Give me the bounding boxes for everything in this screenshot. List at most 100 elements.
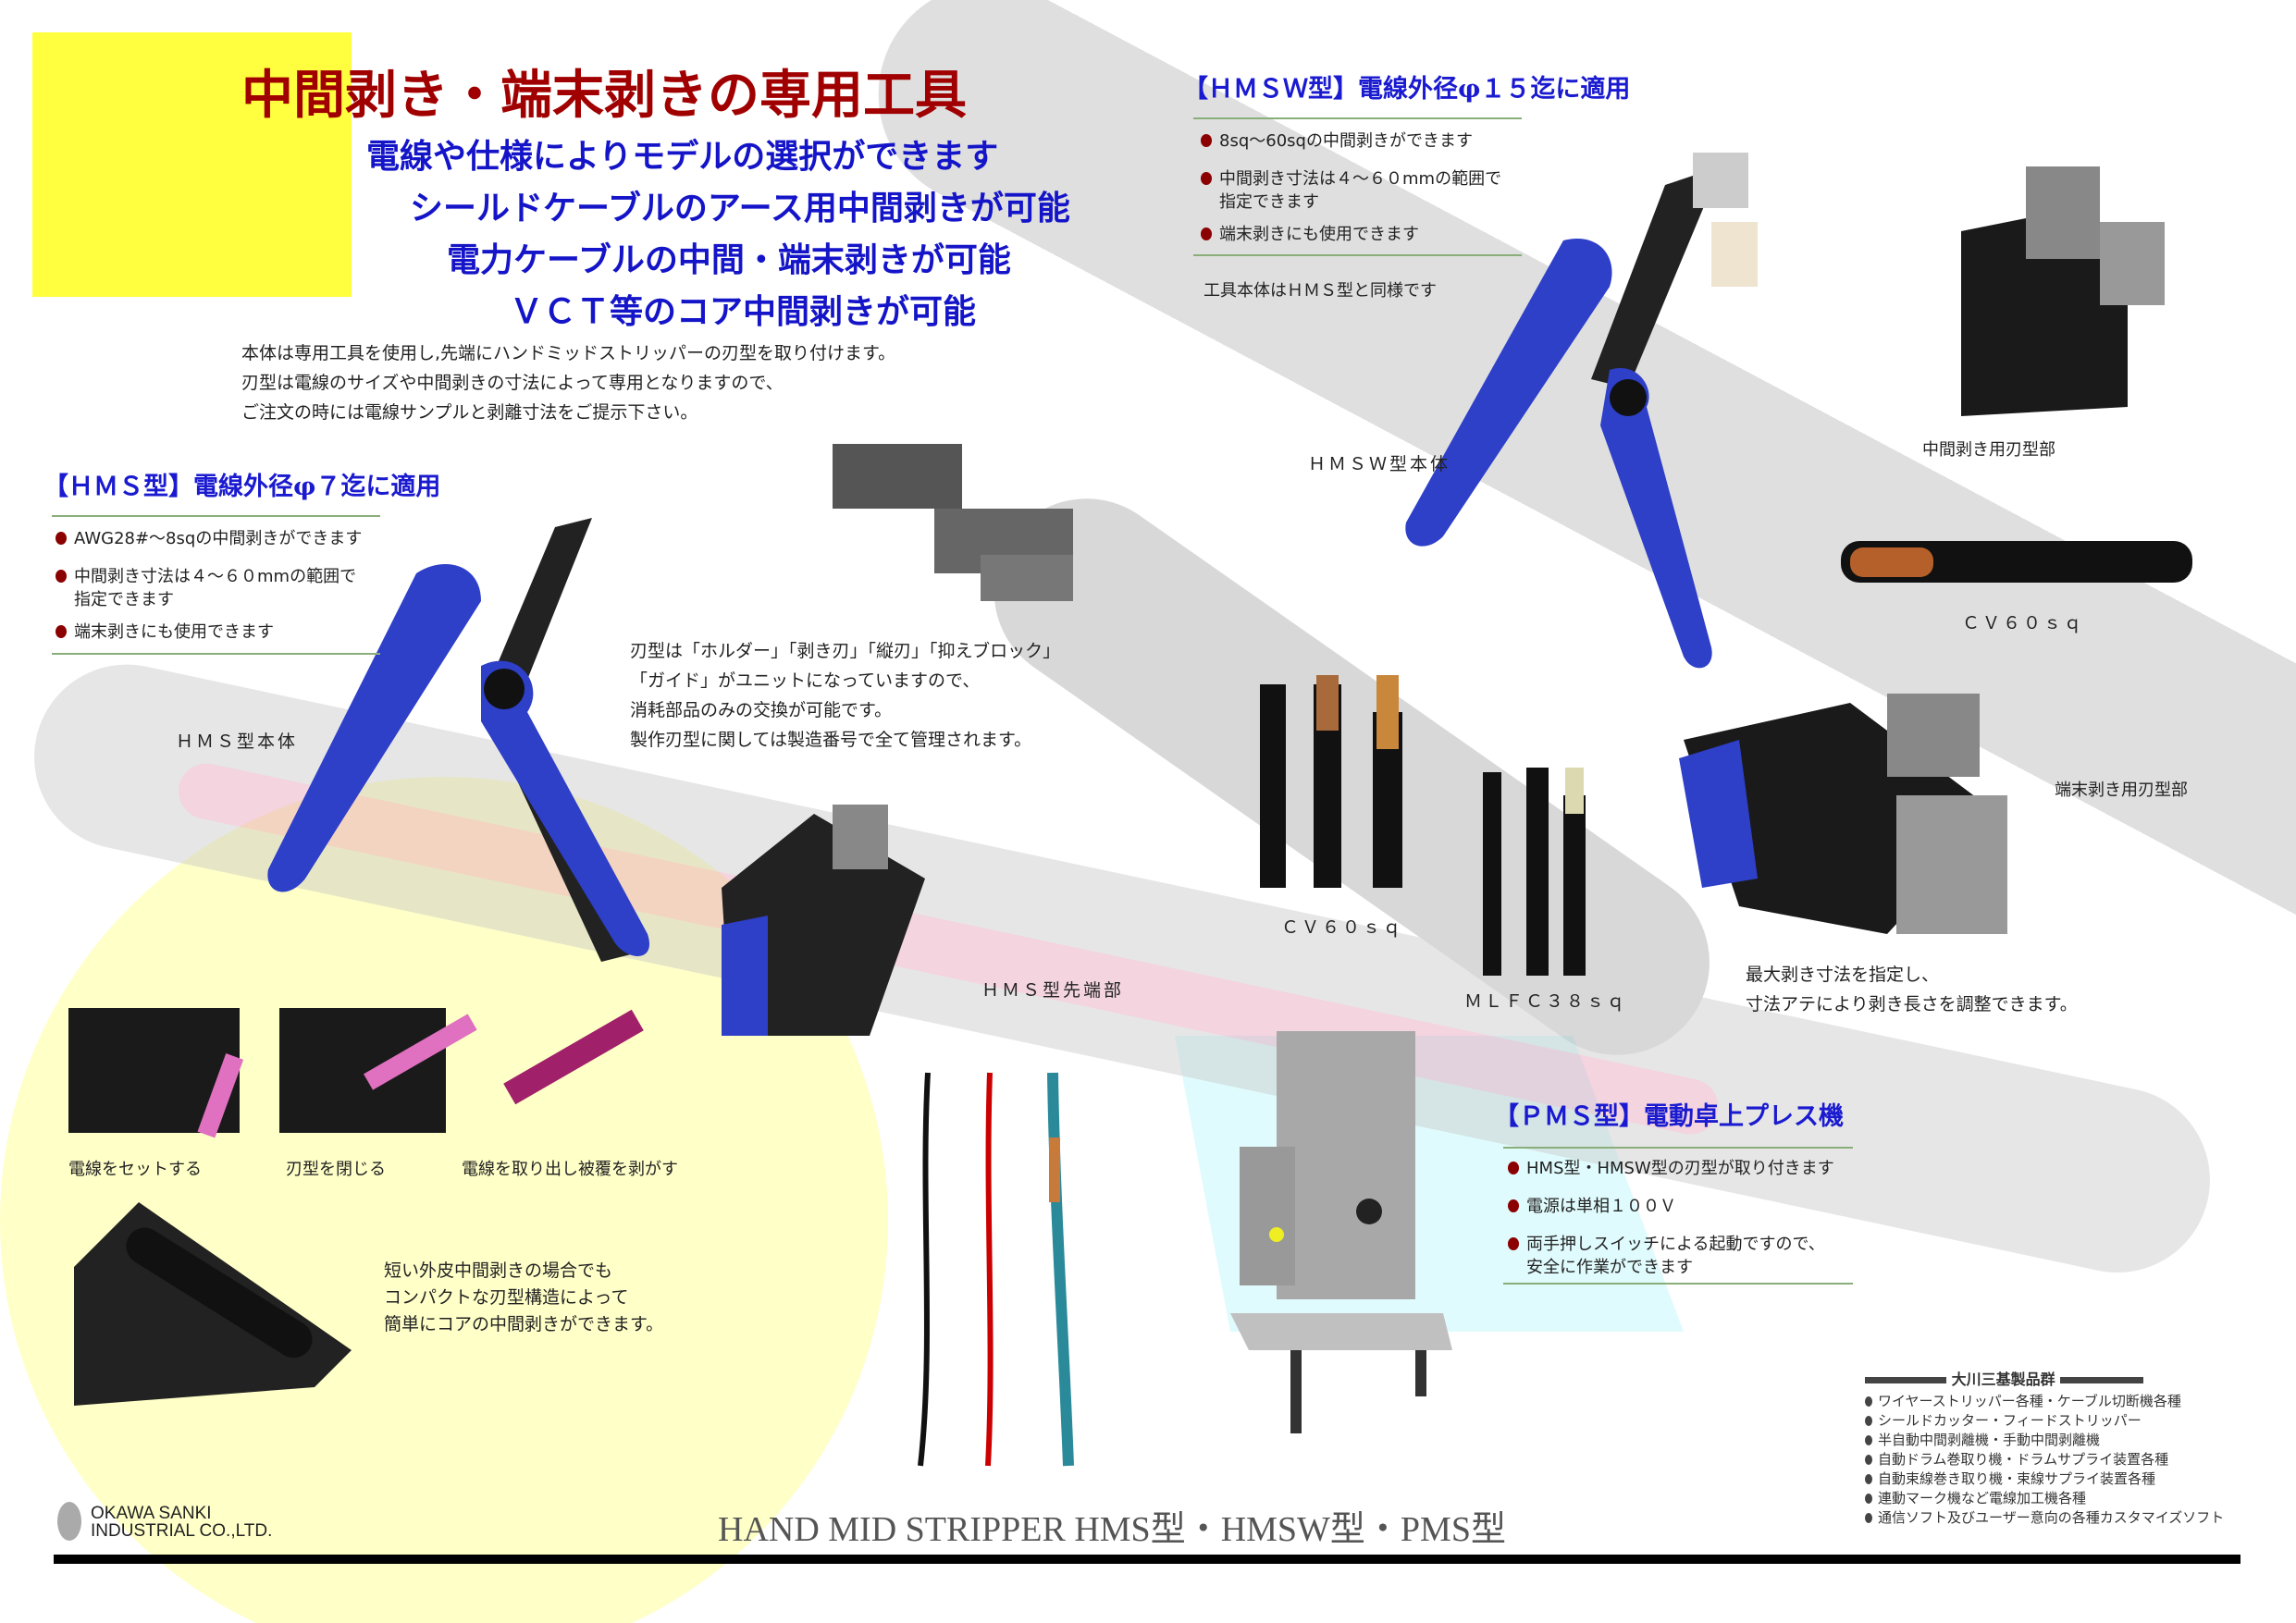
product-item: 通信ソフト及びユーザー意向の各種カスタマイズソフト (1878, 1509, 2225, 1526)
bullet-text: 電源は単相１００Ｖ (1526, 1197, 1676, 1216)
products-title: 大川三基製品群 (1865, 1367, 2144, 1389)
feature-3: 電力ケーブルの中間・端末剥きが可能 (447, 240, 1011, 279)
yellow-circle (0, 777, 888, 1623)
short-note-line: 簡単にコアの中間剥きができます。 (384, 1314, 664, 1334)
end-blade-label: 端末剥き用刃型部 (2055, 781, 2188, 800)
mid-blade-label: 中間剥き用刃型部 (1922, 440, 2055, 460)
hms-plier-photo (267, 518, 649, 962)
product-item: シールドカッター・フィードストリッパー (1878, 1412, 2142, 1429)
end-note-line: 最大剥き寸法を指定し、 (1746, 965, 1940, 985)
divider (1503, 1283, 1853, 1285)
bullet-icon (1865, 1513, 1872, 1523)
bullet-text: 両手押しスイッチによる起動ですので、 (1526, 1235, 1825, 1254)
bullet-icon (1865, 1416, 1872, 1426)
bullet-icon (1865, 1455, 1872, 1465)
feature-2: シールドケーブルのアース用中間剥きが可能 (410, 189, 1070, 227)
bullet-text: 中間剥き寸法は４～６０mmの範囲で (74, 567, 357, 586)
bullet-text: 指定できます (74, 590, 174, 609)
step-2-caption: 刃型を閉じる (286, 1160, 386, 1179)
hms-header: 【ＨＭＳ型】電線外径φ７迄に適用 (43, 473, 441, 501)
pms-press-machine-photo (1230, 1031, 1452, 1433)
blade-line: 製作刃型に関しては製造番号で全て管理されます。 (630, 730, 1032, 750)
bullet-icon (1201, 227, 1212, 240)
bullet-text: 指定できます (1219, 192, 1319, 212)
company-name: OKAWA SANKI INDUSTRIAL CO.,LTD. (91, 1505, 272, 1540)
bullet-text: 安全に作業ができます (1526, 1258, 1693, 1277)
product-item: 自動束線巻き取り機・束線サプライ装置各種 (1878, 1470, 2156, 1487)
bullet-text: 中間剥き寸法は４～６０mmの範囲で (1219, 169, 1502, 189)
bullet-icon (1508, 1237, 1519, 1250)
end-blade-photo (1679, 694, 2007, 934)
product-item: 半自動中間剥離機・手動中間剥離機 (1878, 1432, 2101, 1448)
company-line: INDUSTRIAL CO.,LTD. (91, 1521, 273, 1541)
divider (1193, 117, 1522, 119)
divider (52, 515, 380, 517)
bullet-icon (1201, 172, 1212, 185)
mlfc-label: ＭＬＦＣ３８ｓｑ (1464, 991, 1628, 1012)
divider (52, 653, 380, 655)
footer-title: HAND MID STRIPPER HMS型・HMSW型・PMS型 (718, 1510, 1506, 1549)
hmsw-plier-photo (1405, 153, 1758, 669)
bullet-text: HMS型・HMSW型の刃型が取り付きます (1526, 1159, 1834, 1178)
step-1-caption: 電線をセットする (68, 1160, 202, 1179)
hms-tip-label: ＨＭＳ型先端部 (981, 980, 1125, 1001)
hms-bullets: AWG28#～8sqの中間剥きができます 中間剥き寸法は４～６０mmの範囲で 指… (56, 527, 362, 644)
title-bar-right (2060, 1377, 2144, 1383)
hms-body-label: ＨＭＳ型本体 (176, 732, 299, 752)
blade-line: 刃型は「ホルダー」「剥き刃」「縦刃」「抑えブロック」 (630, 641, 1061, 661)
title-bar-left (1865, 1377, 1946, 1383)
divider (1503, 1147, 1853, 1149)
intro-line: 本体は専用工具を使用し,先端にハンドミッドストリッパーの刃型を取り付けます。 (241, 343, 896, 363)
end-note: 最大剥き寸法を指定し、 寸法アテにより剥き長さを調整できます。 (1746, 960, 2078, 1019)
cv60-label: ＣＶ６０ｓｑ (1281, 917, 1404, 938)
bullet-text: 端末剥きにも使用できます (74, 622, 274, 642)
short-note-line: 短い外皮中間剥きの場合でも (384, 1260, 613, 1281)
bullet-icon (1508, 1199, 1519, 1212)
products-list: ワイヤーストリッパー各種・ケーブル切断機各種 シールドカッター・フィードストリッ… (1865, 1392, 2224, 1528)
cv60-cable-samples-photo (1260, 675, 1402, 888)
mlfc-cable-samples-photo (1483, 768, 1586, 976)
feature-4: ＶＣＴ等のコア中間剥きが可能 (510, 292, 977, 331)
bullet-icon (1865, 1435, 1872, 1445)
hms-tip-photo (722, 805, 925, 1036)
products-title-text: 大川三基製品群 (1951, 1371, 2055, 1388)
pms-bullets: HMS型・HMSW型の刃型が取り付きます 電源は単相１００Ｖ 両手押しスイッチに… (1508, 1157, 1834, 1279)
step-3-caption: 電線を取り出し被覆を剥がす (462, 1160, 678, 1179)
pms-header: 【ＰＭＳ型】電動卓上プレス機 (1494, 1102, 1844, 1131)
mid-blade-photo (1961, 166, 2165, 416)
bullet-icon (1865, 1474, 1872, 1484)
bullet-icon (56, 532, 67, 545)
product-item: 連動マーク機など電線加工機各種 (1878, 1490, 2087, 1506)
footer-bar (54, 1555, 2240, 1564)
hmsw-body-label: ＨＭＳＷ型本体 (1308, 454, 1451, 474)
bullet-icon (56, 625, 67, 638)
step-photos (68, 1008, 644, 1406)
short-note: 短い外皮中間剥きの場合でも コンパクトな刃型構造によって 簡単にコアの中間剥きが… (384, 1258, 663, 1338)
company-line: OKAWA SANKI (91, 1504, 212, 1523)
headline: 中間剥き・端末剥きの専用工具 (241, 65, 967, 126)
short-note-line: コンパクトな刃型構造によって (384, 1287, 629, 1308)
hmsw-header: 【ＨＭＳＷ型】電線外径φ１５迄に適用 (1183, 75, 1631, 104)
bullet-icon (1201, 134, 1212, 147)
bullet-icon (1865, 1396, 1872, 1407)
end-note-line: 寸法アテにより剥き長さを調整できます。 (1746, 994, 2078, 1014)
hmsw-note: 工具本体はＨＭＳ型と同様です (1204, 281, 1437, 301)
bullet-icon (1508, 1162, 1519, 1174)
blade-text: 刃型は「ホルダー」「剥き刃」「縦刃」「抑えブロック」 「ガイド」がユニットになっ… (630, 636, 1060, 755)
product-item: 自動ドラム巻取り機・ドラムサプライ装置各種 (1878, 1451, 2169, 1468)
wire-samples-photo (918, 1072, 1074, 1467)
bullet-text: 8sq～60sqの中間剥きができます (1219, 131, 1473, 151)
bullet-icon (1865, 1494, 1872, 1504)
intro-line: 刃型は電線のサイズや中間剥きの寸法によって専用となりますので、 (241, 373, 784, 393)
divider (1193, 254, 1522, 256)
cv60-cable-photo (1841, 541, 2192, 583)
intro-text: 本体は専用工具を使用し,先端にハンドミッドストリッパーの刃型を取り付けます。 刃… (241, 338, 895, 427)
feature-1: 電線や仕様によりモデルの選択ができます (366, 137, 999, 176)
intro-line: ご注文の時には電線サンプルと剥離寸法をご提示下さい。 (241, 402, 698, 423)
bullet-icon (56, 570, 67, 583)
blade-line: 「ガイド」がユニットになっていますので、 (630, 670, 981, 691)
blade-line: 消耗部品のみの交換が可能です。 (630, 700, 893, 720)
company-logo-icon (57, 1502, 81, 1541)
cv60-label-right: ＣＶ６０ｓｑ (1962, 613, 2085, 633)
